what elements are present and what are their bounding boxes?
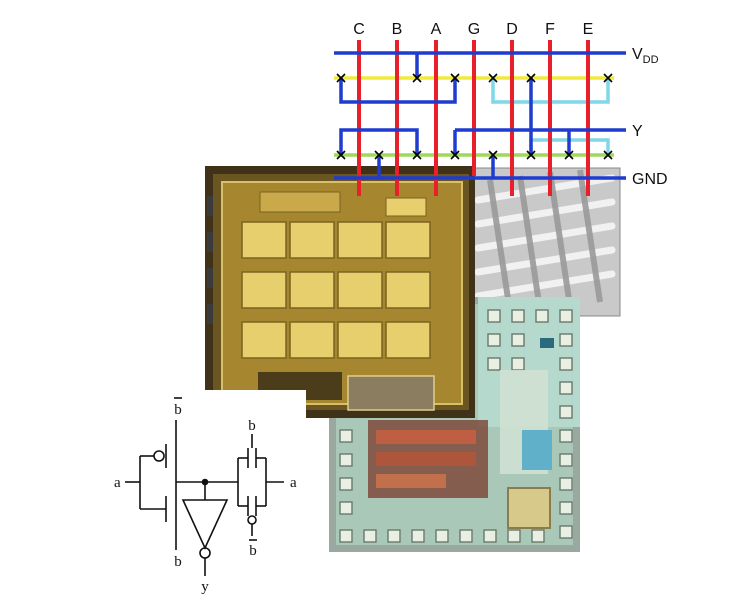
blue-metal xyxy=(334,51,626,180)
column-label-e: E xyxy=(583,21,594,38)
output-inverter xyxy=(181,499,229,550)
label-b-bar-tg-bottom: b xyxy=(249,543,257,559)
contact-marks xyxy=(336,73,613,160)
column-label-d: D xyxy=(506,21,518,38)
label-b-tg-top: b xyxy=(248,418,256,434)
row-label-vdd: VDD xyxy=(632,46,659,66)
schematic-labels: b a b y b a b xyxy=(114,402,297,595)
sem-lattice-photo xyxy=(467,167,621,317)
gold-die-photo xyxy=(205,166,475,418)
row-label-y: Y xyxy=(632,123,643,140)
bond-pads xyxy=(339,309,573,543)
gold-die-cells xyxy=(241,221,431,359)
label-a-left: a xyxy=(114,475,121,491)
center-pad xyxy=(507,487,551,529)
column-label-f: F xyxy=(545,21,555,38)
row-label-gnd: GND xyxy=(632,171,668,188)
column-label-b: B xyxy=(392,21,403,38)
column-labels: C B A G D F E xyxy=(353,21,593,38)
column-label-a: A xyxy=(431,21,442,38)
label-b-bottom: b xyxy=(174,554,182,570)
row-labels: VDD Y GND xyxy=(632,46,668,188)
schematic xyxy=(110,390,306,590)
label-b-bar-top: b xyxy=(174,402,182,418)
label-y-out: y xyxy=(201,579,209,595)
poly-columns xyxy=(357,40,590,196)
column-label-g: G xyxy=(468,21,480,38)
column-label-c: C xyxy=(353,21,365,38)
blue-block xyxy=(522,430,552,470)
label-a-tg-right: a xyxy=(290,475,297,491)
